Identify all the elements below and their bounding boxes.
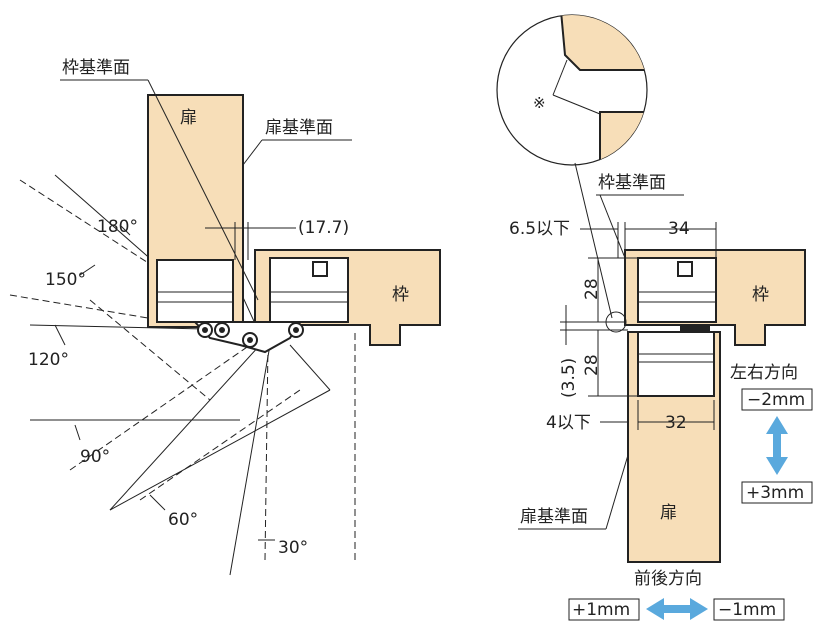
dim-height-bottom: 28 xyxy=(582,354,602,376)
dim-height-top: 28 xyxy=(582,278,602,300)
left-view: 扉 枠 枠基準面 xyxy=(9,58,441,576)
angle-150: 150° xyxy=(45,270,86,290)
depth-plus-box: +1mm xyxy=(568,598,640,621)
door-label: 扉 xyxy=(180,108,197,128)
hinge-linkage xyxy=(192,321,304,354)
depth-arrow xyxy=(646,598,708,620)
lateral-arrow xyxy=(766,416,788,475)
depth-title: 前後方向 xyxy=(634,569,702,589)
adjustments: 左右方向 −2mm +3mm 前後方向 +1mm −1mm xyxy=(568,363,813,621)
note-mark: ※ xyxy=(533,94,546,112)
depth-plus: +1mm xyxy=(572,600,630,620)
hinge-door-part xyxy=(156,259,234,323)
lateral-minus: −2mm xyxy=(747,390,805,410)
depth-minus: −1mm xyxy=(718,600,776,620)
angle-30: 30° xyxy=(278,538,308,558)
lateral-title: 左右方向 xyxy=(730,363,798,383)
hinge-frame-part xyxy=(269,257,349,323)
right-door-ref-label: 扉基準面 xyxy=(520,507,588,527)
right-view: ※ 枠基準面 枠 扉 6.5以下 34 xyxy=(496,14,806,563)
right-frame-ref-label: 枠基準面 xyxy=(598,173,666,193)
lateral-minus-box: −2mm xyxy=(741,388,813,411)
frame-ref-label: 枠基準面 xyxy=(62,58,130,78)
dim-width-bottom: 32 xyxy=(665,413,687,433)
right-frame-label: 枠 xyxy=(752,285,769,305)
door-ref-label: 扉基準面 xyxy=(265,118,333,138)
depth-minus-box: −1mm xyxy=(713,598,785,621)
angle-90: 90° xyxy=(80,447,110,467)
lateral-plus: +3mm xyxy=(746,483,804,503)
angle-180: 180° xyxy=(97,217,138,237)
lateral-plus-box: +3mm xyxy=(741,481,813,504)
offset-label: (17.7) xyxy=(298,218,349,238)
angle-60: 60° xyxy=(168,510,198,530)
dim-gap-top: 6.5以下 xyxy=(509,219,570,239)
right-door-label: 扉 xyxy=(660,503,677,523)
dim-offset: (3.5) xyxy=(559,358,579,398)
right-hinge-door-part xyxy=(637,331,715,397)
frame-label: 枠 xyxy=(392,285,409,305)
dim-width-top: 34 xyxy=(668,219,690,239)
dim-gap-bottom: 4以下 xyxy=(546,413,591,433)
angle-120: 120° xyxy=(28,350,69,370)
